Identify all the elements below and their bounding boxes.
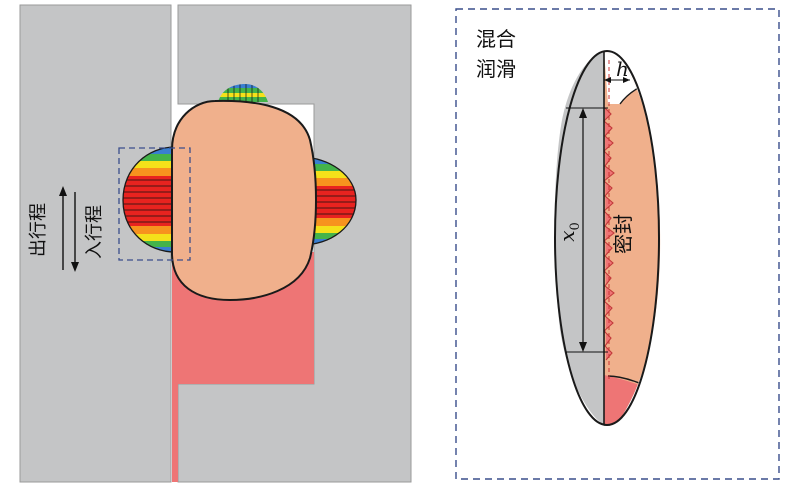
h-dimension: h [603, 57, 630, 100]
detail-ellipse-outline [554, 50, 660, 426]
zoom-region-box [118, 147, 191, 261]
seal-cross-section [171, 99, 317, 302]
contour-outline-right [299, 156, 357, 246]
detail-panel-frame [455, 8, 780, 480]
mixed-lubrication-label-line1: 混合 [476, 27, 516, 51]
stroke-direction-labels: 出行程 入行程 [28, 186, 105, 272]
x0-label: x0 [555, 222, 583, 242]
rod-stem [172, 384, 178, 482]
pressure-contour-left [123, 147, 175, 252]
stroke-in-arrow-head [71, 262, 79, 272]
h-label: h [616, 57, 629, 81]
asperity-roughness-profile [603, 107, 615, 361]
detail-housing-region [554, 52, 604, 425]
seal-label: 密封 [611, 214, 635, 254]
stroke-out-arrow-head [59, 186, 67, 196]
stroke-out-label: 出行程 [28, 203, 49, 257]
x0-dimension: x0 [555, 107, 608, 353]
contour-outline-left [122, 146, 176, 253]
stroke-in-label: 入行程 [84, 205, 105, 259]
mixed-lubrication-label-line2: 润滑 [476, 57, 516, 81]
